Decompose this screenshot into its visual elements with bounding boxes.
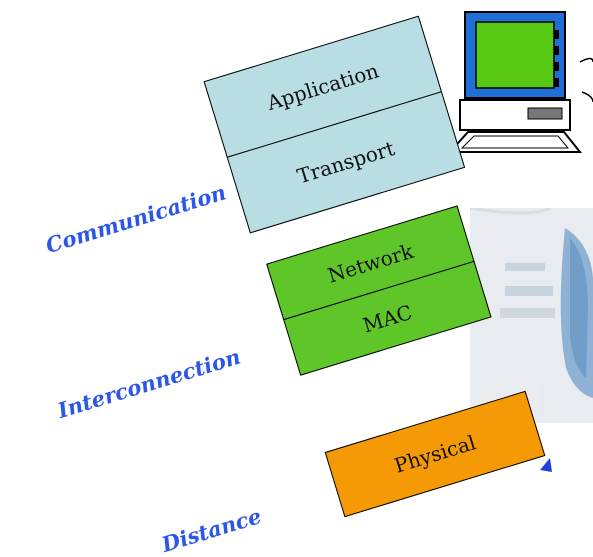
mac-layer-label: MAC — [359, 299, 415, 338]
network-layer-label: Network — [324, 238, 417, 288]
computer-icon — [447, 11, 593, 153]
communication-label: Communication — [42, 179, 229, 258]
middle-layer-stack: Network MAC — [266, 205, 492, 376]
physical-layer-label: Physical — [391, 430, 479, 478]
distance-label: Distance — [158, 503, 265, 557]
physical-layer: Physical — [324, 390, 546, 518]
upper-layer-stack: Application Transport — [203, 15, 466, 235]
triangle-marker-icon — [540, 458, 552, 472]
interconnection-label: Interconnection — [54, 343, 244, 423]
application-layer-label: Application — [264, 58, 382, 116]
transport-layer-label: Transport — [294, 136, 398, 189]
physical-layer-stack: Physical — [324, 390, 546, 518]
